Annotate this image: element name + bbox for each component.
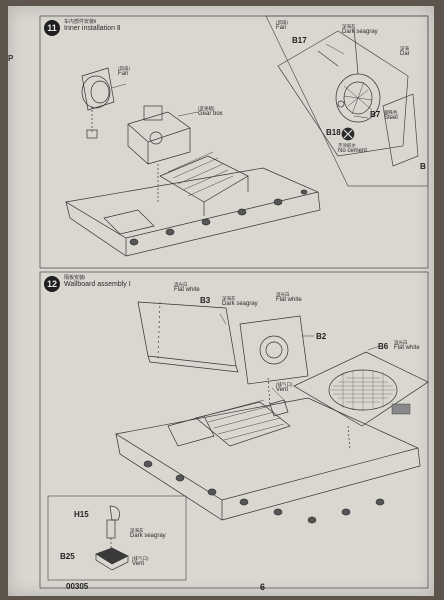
fan-callout-cn: (风扇) [118, 66, 130, 71]
part-b17: B17 [292, 36, 307, 45]
step12-b3-color-callout: 深海灰 Dark seagray [222, 296, 258, 308]
part-b3: B3 [200, 296, 211, 305]
step12-frame [39, 271, 429, 589]
part-b6: B6 [378, 342, 389, 351]
step12-subassembly-frame [47, 495, 187, 581]
line-art [39, 15, 429, 589]
inset-fan-en: Fan [276, 25, 287, 31]
instruction-sheet: P 11 车内部件安装Ⅱ Inner installation Ⅱ (风扇) F… [8, 6, 434, 596]
step11-number-badge: 11 [44, 20, 60, 36]
b3-flat-white-cn: 消光白 [276, 292, 290, 297]
inset-right-cut-en: Dar [400, 51, 410, 57]
sub-vent-cn: (排气口) [132, 556, 149, 561]
b3-color-cn: 深海灰 [222, 296, 236, 301]
b3-flat-white-en: Flat white [276, 297, 302, 303]
flat-white-top-cn: 消光白 [174, 282, 188, 287]
step12-number-badge: 12 [44, 276, 60, 292]
fan-callout-en: Fan [118, 71, 129, 77]
step11-title: 车内部件安装Ⅱ Inner installation Ⅱ [64, 19, 120, 33]
step12-title-cn: 隔板安装Ⅰ [64, 275, 86, 281]
part-b18: B18 [326, 128, 341, 137]
inset-steel-callout: 钢铁色 Steel [384, 110, 398, 122]
step12-b3-flat-white-callout: 消光白 Flat white [276, 292, 302, 304]
inset-right-cut-callout: 深海 Dar [400, 46, 410, 58]
sub-color-cn: 深海灰 [130, 528, 144, 533]
vent-callout-en: Vent [276, 387, 289, 393]
inset-fan-callout: (风扇) Fan [276, 20, 288, 32]
inset-nocement-callout: 不涂胶水 No cement [338, 143, 367, 155]
inset-seagray-callout: 深海灰 Dark seagray [342, 24, 378, 36]
side-tab-letter: P [8, 54, 14, 63]
inset-steel-en: Steel [384, 115, 398, 121]
sub-color-en: Dark seagray [130, 533, 166, 539]
vent-callout-cn: (排气口) [276, 382, 293, 387]
b3-color-en: Dark seagray [222, 301, 258, 307]
part-h15: H15 [74, 510, 89, 519]
part-b7: B7 [370, 110, 381, 119]
inset-nocement-en: No cement [338, 148, 368, 154]
step11-title-cn: 车内部件安装Ⅱ [64, 19, 97, 25]
step12-flat-white-top-callout: 消光白 Flat white [174, 282, 200, 294]
step11-inset-frame [265, 15, 429, 187]
gearbox-callout-en: Gear box [198, 111, 223, 117]
b6-color-cn: 消光白 [394, 340, 408, 345]
step12-vent-callout: (排气口) Vent [276, 382, 293, 394]
inset-nocement-cn: 不涂胶水 [338, 143, 356, 148]
inset-seagray-en: Dark seagray [342, 29, 378, 35]
inset-right-cut-cn: 深海 [400, 46, 409, 51]
part-b25: B25 [60, 552, 75, 561]
step11-title-en: Inner installation Ⅱ [64, 25, 121, 32]
page-number: 6 [260, 582, 266, 592]
sub-vent-en: Vent [132, 561, 145, 567]
step12-title: 隔板安装Ⅰ Wallboard assembly Ⅰ [64, 275, 131, 289]
inset-seagray-cn: 深海灰 [342, 24, 356, 29]
product-code: 00305 [66, 582, 89, 591]
flat-white-top-en: Flat white [174, 287, 200, 293]
b6-color-en: Flat white [394, 345, 420, 351]
part-b-edge: B [420, 162, 426, 171]
gearbox-callout-cn: (变速箱) [198, 106, 215, 111]
step11-gearbox-callout: (变速箱) Gear box [198, 106, 223, 118]
inset-steel-cn: 钢铁色 [384, 110, 398, 115]
inset-fan-cn: (风扇) [276, 20, 288, 25]
step11-fan-callout: (风扇) Fan [118, 66, 130, 78]
step12-title-en: Wallboard assembly Ⅰ [64, 281, 131, 288]
part-b2: B2 [316, 332, 327, 341]
sub-color-callout: 深海灰 Dark seagray [130, 528, 166, 540]
step12-b6-color-callout: 消光白 Flat white [394, 340, 420, 352]
sub-vent-callout: (排气口) Vent [132, 556, 149, 568]
